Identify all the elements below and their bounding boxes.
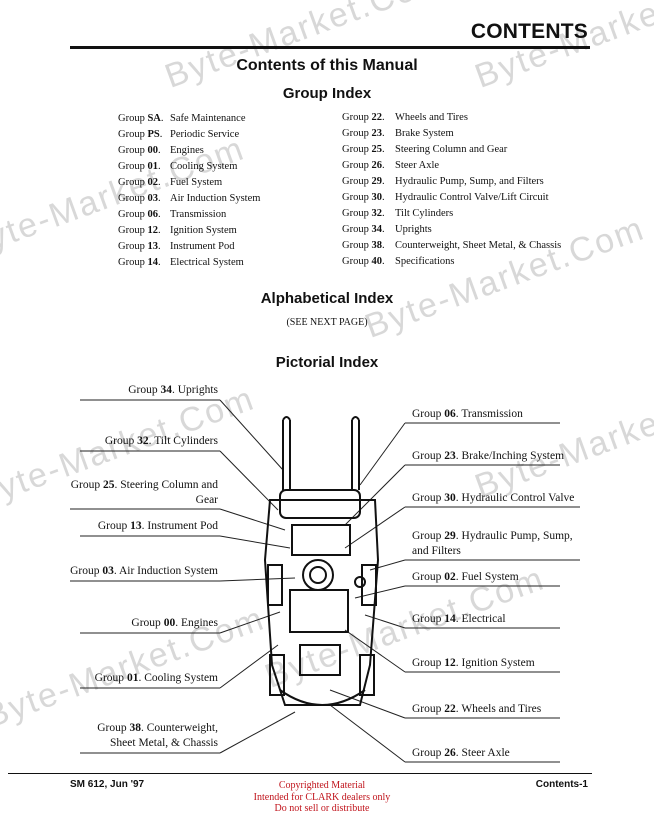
group-entry-22[interactable]: Group 22.Wheels and Tires bbox=[342, 112, 468, 123]
header-rule bbox=[70, 46, 590, 49]
group-entry-34[interactable]: Group 34.Uprights bbox=[342, 224, 432, 235]
group-entry-02[interactable]: Group 02.Fuel System bbox=[118, 177, 223, 188]
pictorial-label-03[interactable]: Group 03. Air Induction System bbox=[70, 565, 218, 577]
pictorial-label-30[interactable]: Group 30. Hydraulic Control Valve bbox=[412, 492, 575, 504]
group-entry-40[interactable]: Group 40.Specifications bbox=[342, 256, 455, 267]
group-entry-23[interactable]: Group 23.Brake System bbox=[342, 128, 454, 139]
group-entry-sa[interactable]: Group SA.Safe Maintenance bbox=[118, 113, 246, 124]
footer-rule bbox=[8, 773, 592, 774]
manual-title: Contents of this Manual bbox=[236, 57, 418, 74]
copyright-notice: Copyrighted Material Intended for CLARK … bbox=[253, 780, 391, 814]
group-entry-26[interactable]: Group 26.Steer Axle bbox=[342, 160, 440, 171]
pictorial-label-13[interactable]: Group 13. Instrument Pod bbox=[97, 520, 218, 532]
group-entry-13[interactable]: Group 13.Instrument Pod bbox=[118, 241, 235, 252]
group-index-title: Group Index bbox=[282, 85, 372, 102]
pictorial-label-01[interactable]: Group 01. Cooling System bbox=[94, 672, 218, 684]
group-index-right: Group 22.Wheels and Tires Group 23.Brake… bbox=[342, 110, 561, 270]
group-entry-32[interactable]: Group 32.Tilt Cylinders bbox=[342, 208, 454, 219]
alphabetical-index-title: Alphabetical Index bbox=[260, 290, 394, 307]
alphabetical-index-note: (SEE NEXT PAGE) bbox=[286, 317, 368, 328]
group-entry-30[interactable]: Group 30.Hydraulic Control Valve/Lift Ci… bbox=[342, 192, 549, 203]
pictorial-label-38[interactable]: Group 38. Counterweight,Sheet Metal, & C… bbox=[97, 722, 218, 749]
group-entry-00[interactable]: Group 00.Engines bbox=[118, 145, 204, 156]
group-entry-14[interactable]: Group 14.Electrical System bbox=[118, 257, 244, 268]
pictorial-label-14[interactable]: Group 14. Electrical bbox=[412, 613, 506, 625]
pictorial-label-32[interactable]: Group 32. Tilt Cylinders bbox=[104, 435, 218, 447]
group-entry-ps[interactable]: Group PS.Periodic Service bbox=[118, 129, 240, 140]
group-entry-38[interactable]: Group 38.Counterweight, Sheet Metal, & C… bbox=[342, 240, 562, 251]
group-entry-12[interactable]: Group 12.Ignition System bbox=[118, 225, 237, 236]
group-entry-29[interactable]: Group 29.Hydraulic Pump, Sump, and Filte… bbox=[342, 176, 544, 187]
pictorial-label-00[interactable]: Group 00. Engines bbox=[131, 617, 218, 629]
footer-page-number: Contents-1 bbox=[535, 779, 588, 790]
pictorial-label-12[interactable]: Group 12. Ignition System bbox=[412, 657, 535, 669]
group-entry-03[interactable]: Group 03.Air Induction System bbox=[118, 193, 261, 204]
footer-manual-id: SM 612, Jun '97 bbox=[70, 779, 145, 790]
pictorial-label-22[interactable]: Group 22. Wheels and Tires bbox=[412, 703, 542, 715]
page-header-title: CONTENTS bbox=[470, 20, 588, 43]
group-entry-25[interactable]: Group 25.Steering Column and Gear bbox=[342, 144, 508, 155]
pictorial-label-26[interactable]: Group 26. Steer Axle bbox=[412, 747, 510, 759]
pictorial-label-02[interactable]: Group 02. Fuel System bbox=[412, 571, 519, 583]
group-index-left: Group SA.Safe Maintenance Group PS.Perio… bbox=[118, 111, 260, 271]
pictorial-index-title: Pictorial Index bbox=[275, 354, 379, 371]
group-entry-01[interactable]: Group 01.Cooling System bbox=[118, 161, 238, 172]
pictorial-label-06[interactable]: Group 06. Transmission bbox=[412, 408, 523, 420]
group-entry-06[interactable]: Group 06.Transmission bbox=[118, 209, 227, 220]
pictorial-label-23[interactable]: Group 23. Brake/Inching System bbox=[412, 450, 565, 462]
pictorial-label-34[interactable]: Group 34. Uprights bbox=[128, 384, 218, 396]
pictorial-label-29[interactable]: Group 29. Hydraulic Pump, Sump,and Filte… bbox=[412, 530, 573, 557]
